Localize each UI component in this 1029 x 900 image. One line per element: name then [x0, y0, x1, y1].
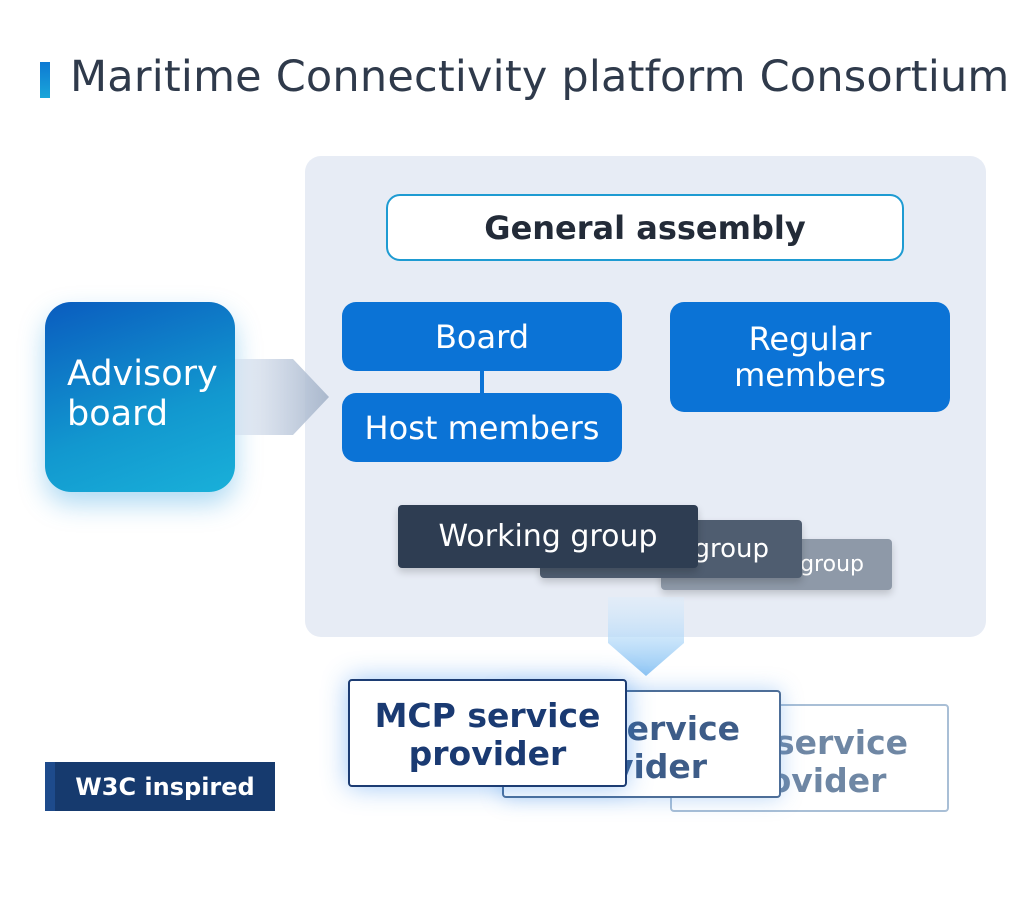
regular-members-box: Regular members [670, 302, 950, 412]
board-host-connector [480, 371, 484, 393]
arrow-right-icon [235, 359, 329, 435]
advisory-board-box: Advisory board [45, 302, 235, 492]
working-group-2-label: group [693, 534, 769, 564]
w3c-inspired-badge: W3C inspired [45, 762, 275, 811]
title-accent-bar [40, 62, 50, 98]
service-provider-3-line1: service [774, 723, 909, 762]
service-provider-2-line1: service [606, 709, 741, 748]
advisory-board-label: Advisory board [67, 354, 218, 434]
working-group-card-1: Working group [398, 505, 698, 568]
host-members-box: Host members [342, 393, 622, 462]
page-title: Maritime Connectivity platform Consortiu… [70, 52, 1010, 102]
service-provider-2-line2: vider [611, 747, 708, 786]
general-assembly-box: General assembly [386, 194, 904, 261]
service-provider-card-1: MCP service provider [348, 679, 627, 787]
board-box: Board [342, 302, 622, 371]
working-group-3-label: group [800, 552, 864, 577]
arrow-down-icon [608, 597, 684, 676]
service-provider-3-line2: ovider [768, 761, 887, 800]
service-provider-1-line1: MCP service [374, 696, 601, 735]
working-group-1-label: Working group [438, 519, 658, 554]
regular-members-label: Regular members [734, 320, 886, 394]
service-provider-1-line2: provider [408, 734, 567, 773]
